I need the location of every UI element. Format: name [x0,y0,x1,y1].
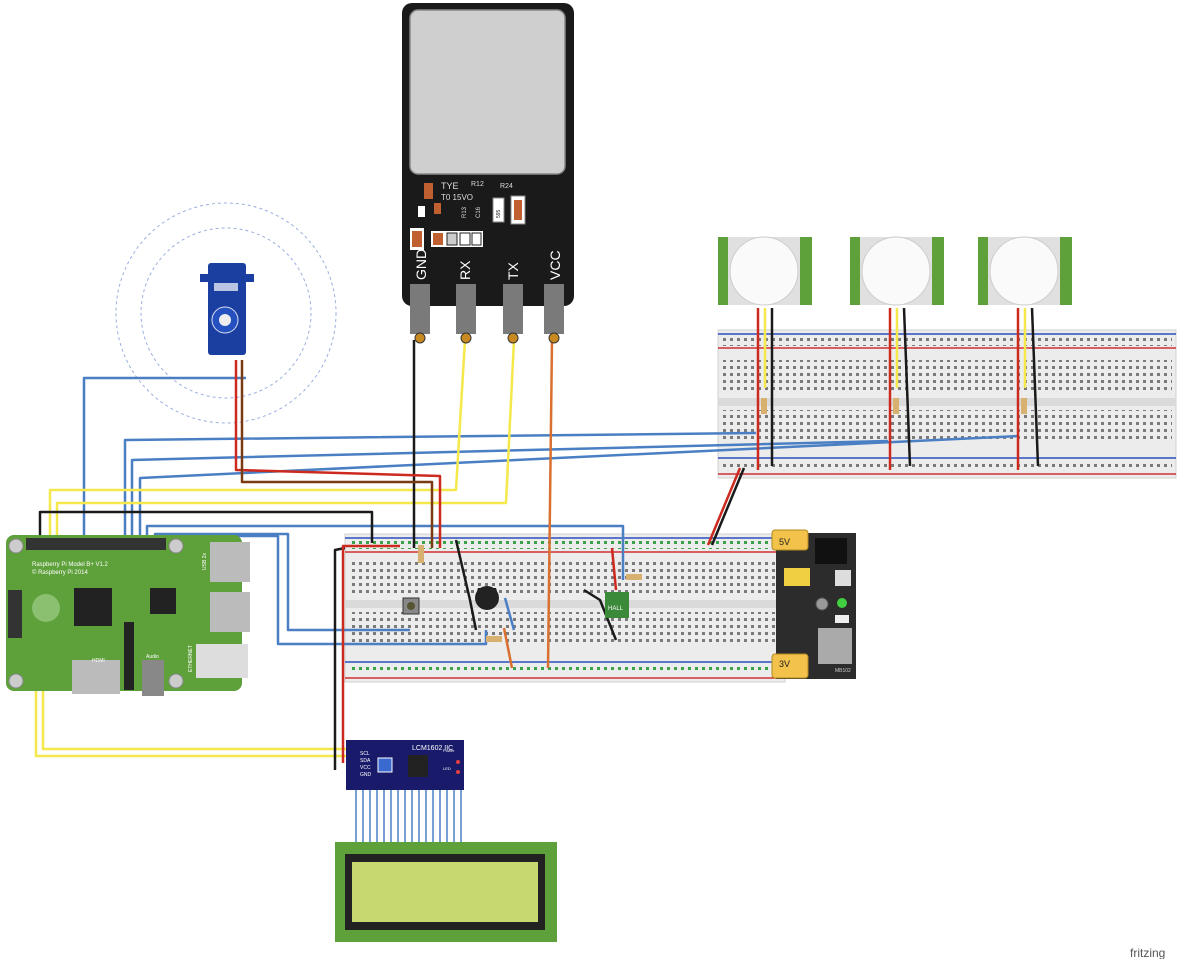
lcd-ribbon [355,790,462,850]
i2c-led: LED [443,766,451,771]
button[interactable] [402,597,420,615]
i2c-power: Power [443,748,455,753]
fingerprint-sensor[interactable]: TYE T0 15VO R12 R24 R13 C16 595 GND RX T… [402,3,574,344]
i2c-module[interactable]: LCM1602 IIC SCL SDA VCC GND Power LED [346,740,464,790]
raspberry-pi[interactable]: Raspberry Pi Model B+ V1.2 © Raspberry P… [6,535,250,696]
pir-resistors [761,398,1027,414]
fp-label-595: 595 [496,209,502,218]
fp-label-r13: R13 [462,206,468,218]
power-module[interactable]: 5V 3V MB102 [771,529,856,679]
fp-label-c16: C16 [476,206,482,218]
servo-motor[interactable] [200,263,254,355]
pin-label-gnd: GND [413,249,429,280]
main-resistors [418,545,642,642]
hall-label: HALL [608,606,624,612]
fp-label-r24: R24 [500,183,513,190]
label-3v: 3V [779,659,790,669]
pi-label-copyright: © Raspberry Pi 2014 [32,569,88,576]
fp-label-tye: TYE [441,181,459,191]
buzzer-transistor[interactable] [475,586,499,610]
wire-blue-pir3 [138,434,1020,543]
wire-red-lcd [341,544,400,763]
wire-power-red [706,467,742,546]
fp-label-r12: R12 [471,181,484,188]
wire-blue-pir1 [123,431,757,543]
i2c-pin-vcc: VCC [360,765,371,771]
pir-sensor-2[interactable] [850,236,944,306]
pin-label-rx: RX [457,260,473,280]
pin-label-tx: TX [505,261,521,280]
wire-power-black [710,467,746,546]
wire-red-servo [234,360,442,548]
pir-sensor-1[interactable] [718,236,812,306]
lcd-display[interactable] [335,842,557,942]
wire-yellow-rx [48,339,467,543]
servo-range [115,202,337,424]
i2c-pin-sda: SDA [360,758,371,764]
i2c-pin-gnd: GND [360,772,372,778]
wire-blue-servo [82,376,246,543]
wire-brown-servo [240,360,434,548]
pir-sensor-3[interactable] [978,236,1072,306]
pi-label-hdmi: HDMI [92,658,105,664]
wire-yellow-tx [55,339,516,543]
wire-orange-vcc [546,339,554,669]
pi-label-ethernet: ETHERNET [188,645,194,672]
wire-black-gnd-fp [38,510,374,543]
label-mb102: MB102 [835,668,851,674]
wire-blue-hall [145,524,625,580]
fritzing-watermark: fritzing [1130,946,1165,959]
wire-blue-pir2 [130,439,889,543]
breadboard-top[interactable] [717,329,1177,479]
fp-label-t0: T0 15VO [441,193,473,202]
wire-orange-2 [502,627,514,669]
i2c-pin-scl: SCL [360,751,370,757]
i2c-title: LCM1602 IIC [412,745,453,752]
hall-sensor[interactable]: HALL [605,592,629,618]
pi-label-usb: USB 2x [202,553,208,570]
label-5v: 5V [779,537,790,547]
pin-label-vcc: VCC [547,250,563,280]
wire-black-lcd [333,546,346,770]
pi-label-audio: Audio [146,654,159,660]
pi-label-model: Raspberry Pi Model B+ V1.2 [32,562,109,568]
